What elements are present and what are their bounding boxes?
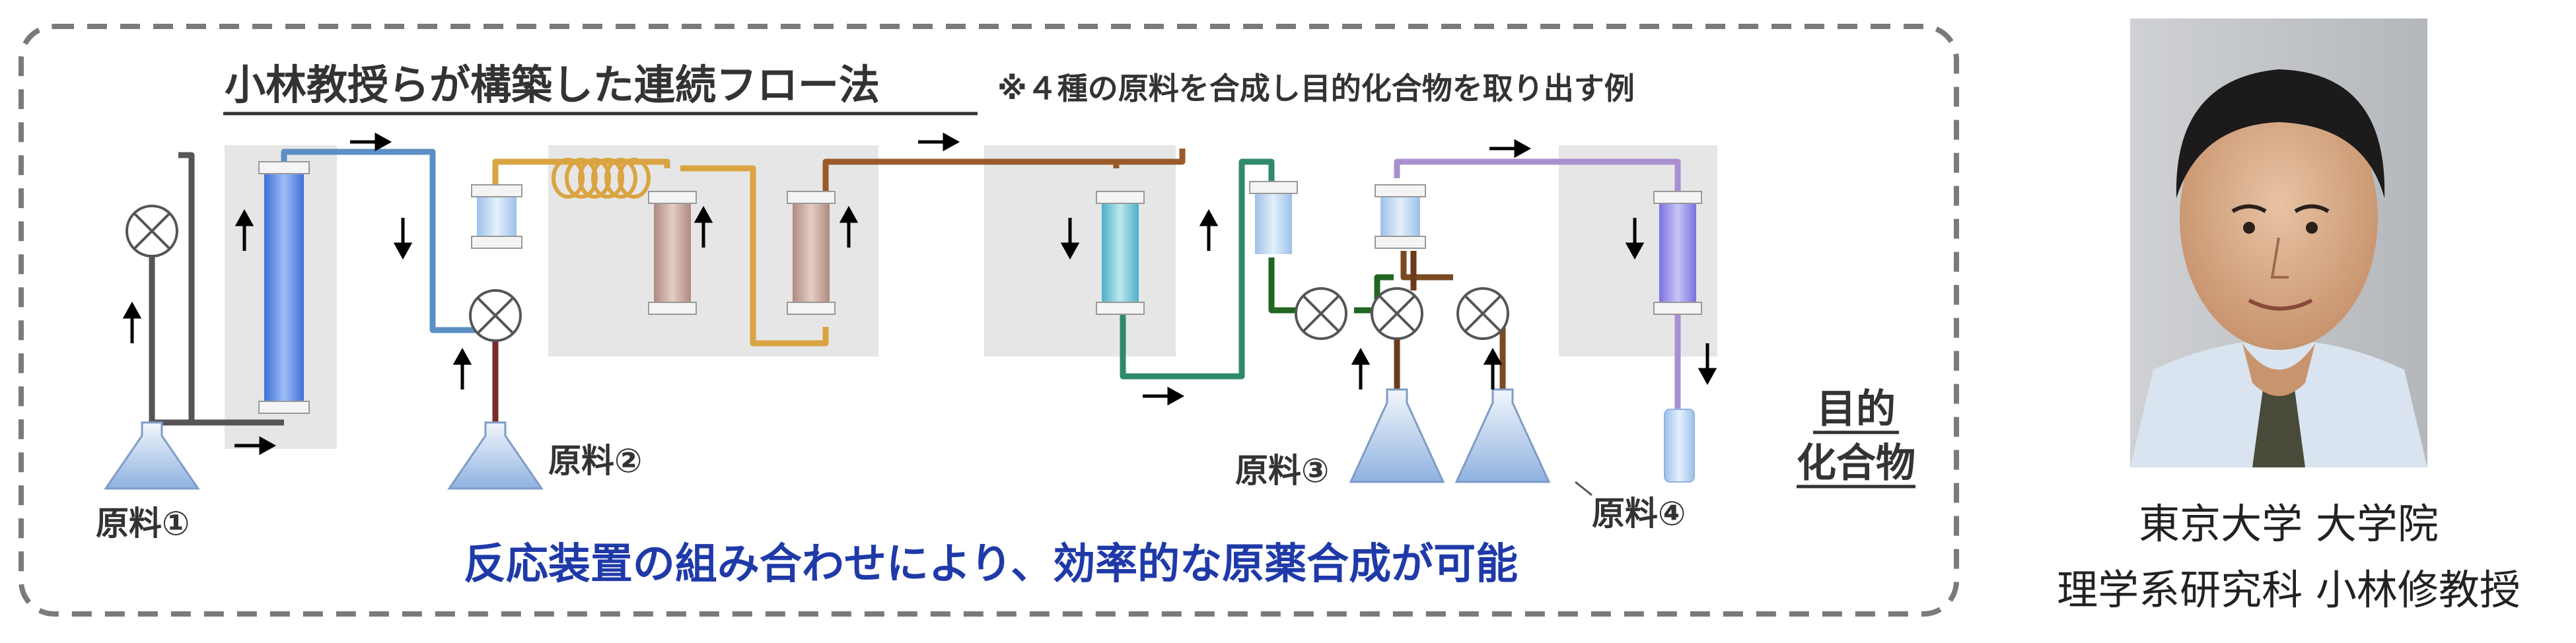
tagline: 反応装置の組み合わせにより、効率的な原薬合成が可能	[464, 540, 1518, 589]
arrow-icon	[1060, 218, 1080, 260]
arrow-icon	[918, 132, 960, 152]
diagram-note: ※４種の原料を合成し目的化合物を取り出す例	[997, 71, 1635, 106]
arrow-icon	[122, 301, 142, 343]
target-label-line2: 化合物	[1797, 440, 1915, 487]
reactor-panels	[225, 145, 1717, 449]
arrow-icon	[452, 347, 472, 389]
column-icon	[258, 161, 310, 414]
column-icon	[1096, 191, 1145, 315]
collection-tube-icon	[1664, 409, 1695, 483]
column-icon	[1375, 184, 1426, 249]
tubing	[149, 149, 1681, 456]
column-icon	[1249, 181, 1298, 254]
arrow-icon	[1199, 209, 1219, 251]
tube-green	[1120, 158, 1275, 380]
column-icon	[787, 191, 836, 315]
photo-caption-line2: 理学系研究科 小林修教授	[2057, 566, 2521, 614]
flask-icon	[447, 421, 544, 490]
arrow-icon	[1143, 386, 1185, 406]
target-label-line1: 目的	[1816, 386, 1896, 432]
column-icon	[471, 184, 522, 249]
valve-icon	[1456, 287, 1509, 340]
diagram-title: 小林教授らが構築した連続フロー法	[225, 61, 880, 109]
tube-brown-2	[1116, 149, 1186, 165]
material-label-4: 原料④	[1592, 494, 1686, 533]
material-4-leader	[1575, 481, 1592, 496]
professor-photo	[2130, 18, 2427, 467]
flask-icon	[104, 421, 200, 490]
diagram-frame	[18, 24, 1959, 617]
columns	[258, 161, 1702, 483]
arrow-icon	[1489, 139, 1532, 158]
valves	[125, 205, 1509, 342]
flow-arrows	[122, 132, 1717, 456]
valve-icon	[1295, 287, 1347, 340]
arrow-icon	[234, 436, 277, 456]
arrow-icon	[350, 132, 392, 152]
flask-icon	[1454, 388, 1551, 483]
hair	[2176, 69, 2385, 198]
material-label-2: 原料②	[548, 442, 642, 480]
tube-brown	[822, 158, 1120, 191]
material-label-1: 原料①	[96, 504, 190, 543]
photo-caption-line1: 東京大学 大学院	[2139, 500, 2439, 548]
flask-icon	[1349, 388, 1445, 483]
arrow-icon	[1625, 218, 1645, 260]
arrow-icon	[694, 205, 713, 248]
column-icon	[1653, 191, 1702, 315]
material-label-3: 原料③	[1235, 452, 1329, 490]
column-icon	[648, 191, 697, 315]
face	[2180, 86, 2378, 350]
flasks	[104, 388, 1551, 490]
tie	[2252, 370, 2305, 467]
coil-icon	[552, 158, 651, 199]
valve-icon	[1371, 287, 1423, 340]
arrow-icon	[234, 209, 254, 251]
arrow-icon	[1483, 347, 1503, 389]
tube-purple	[1394, 158, 1681, 191]
arrow-icon	[839, 205, 859, 248]
arrow-icon	[393, 218, 413, 260]
arrow-icon	[1698, 343, 1717, 386]
valve-icon	[469, 289, 522, 342]
arrow-icon	[1351, 347, 1371, 389]
valve-icon	[125, 205, 178, 257]
tube-feed-1	[149, 152, 284, 426]
